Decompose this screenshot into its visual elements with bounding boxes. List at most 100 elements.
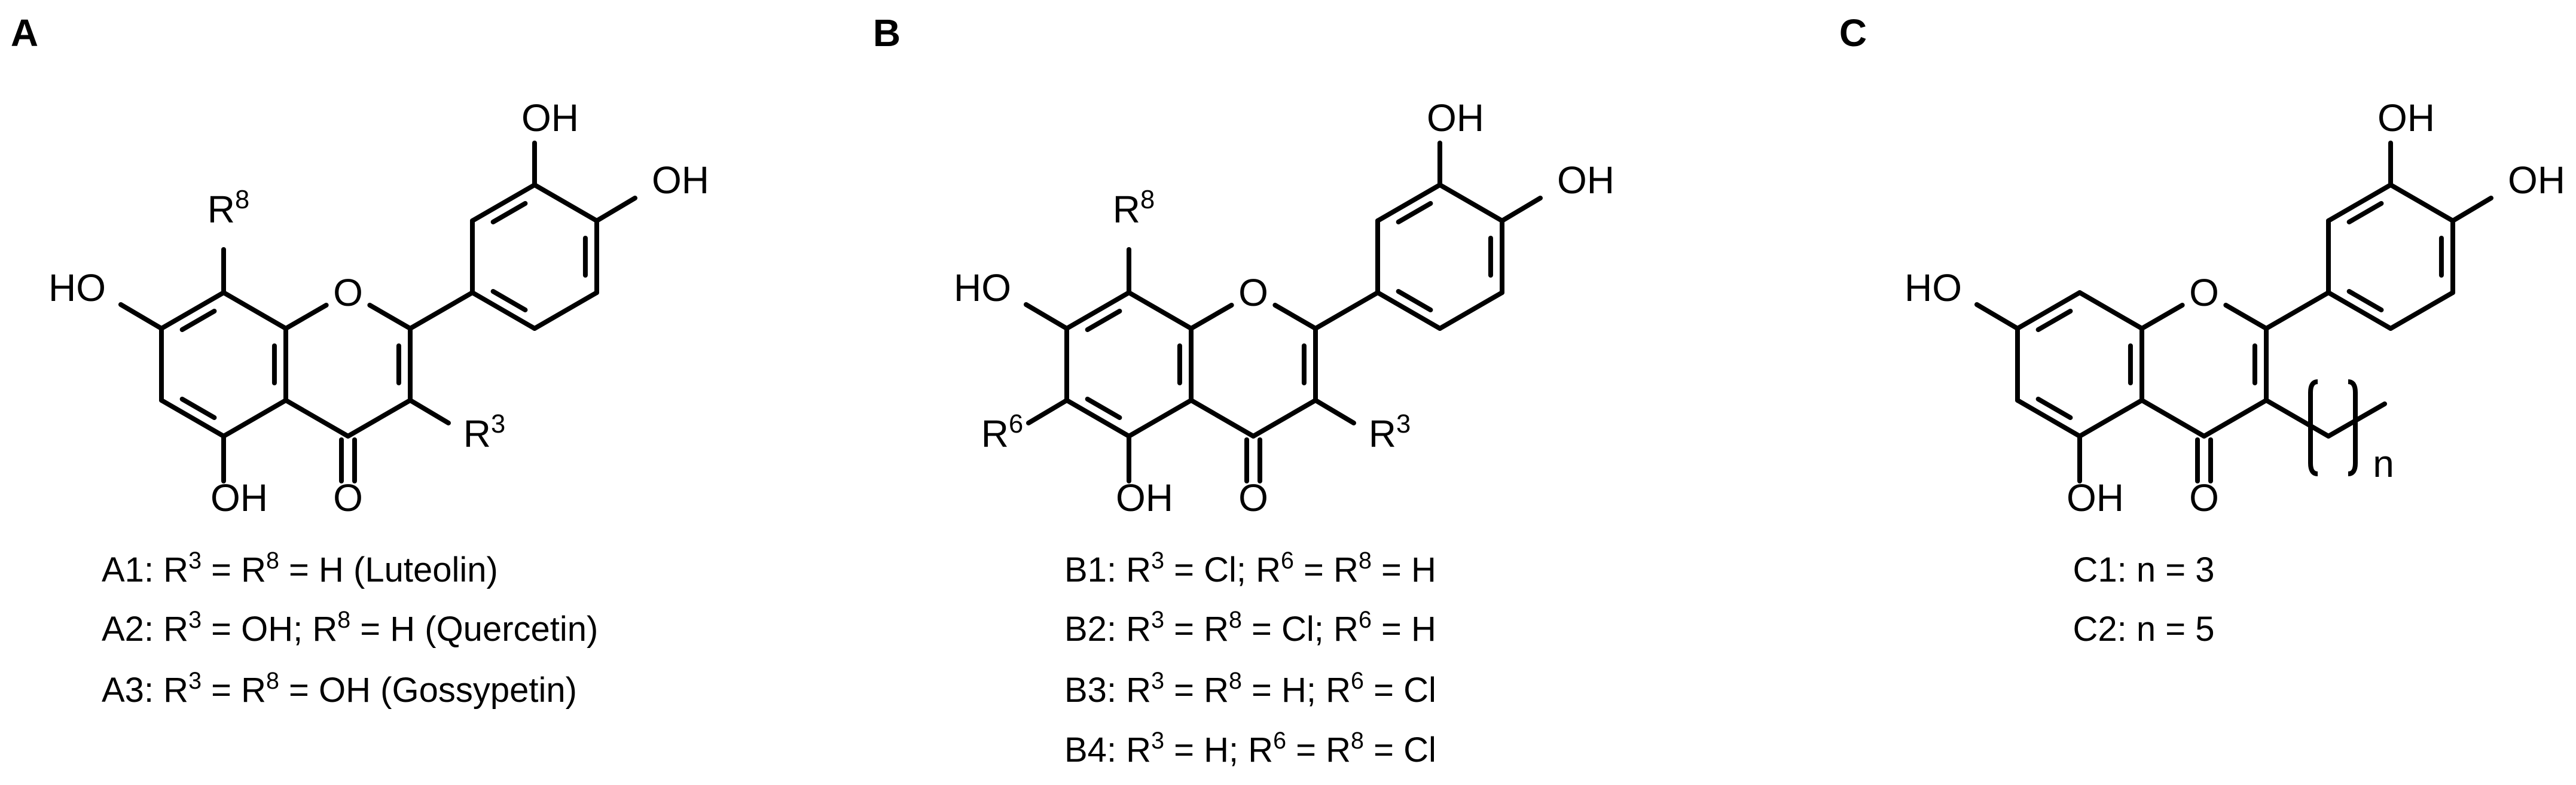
text-run: B3: R bbox=[1064, 671, 1152, 710]
superscript: 3 bbox=[188, 668, 202, 695]
superscript: 3 bbox=[1151, 728, 1164, 754]
text-run: = R bbox=[202, 550, 266, 589]
double-bond-inner bbox=[1396, 200, 1433, 225]
atom-label-o4: O bbox=[333, 479, 363, 517]
double-bond bbox=[470, 290, 537, 331]
bond-to-ring-oxygen bbox=[2139, 302, 2185, 331]
text-run: OH bbox=[652, 159, 709, 202]
bond bbox=[1437, 182, 1504, 223]
superscript: 8 bbox=[1140, 185, 1155, 215]
text-run: O bbox=[1238, 271, 1268, 314]
double-bond bbox=[2015, 398, 2082, 439]
atom-label-r6: R6 bbox=[981, 411, 1023, 455]
bond bbox=[1127, 398, 1194, 439]
text-run: OH bbox=[521, 96, 579, 139]
superscript: 6 bbox=[1273, 728, 1287, 754]
compound-caption: B4: R3 = H; R6 = R8 = Cl bbox=[1064, 729, 1436, 769]
text-run: R bbox=[463, 412, 492, 455]
bond bbox=[2077, 398, 2144, 439]
bond-4p-oh bbox=[594, 196, 637, 223]
text-run: = H; R bbox=[1164, 731, 1274, 769]
double-bond bbox=[2326, 290, 2393, 331]
text-run: = R bbox=[1164, 610, 1229, 649]
text-run: = H bbox=[1371, 550, 1436, 589]
double-bond bbox=[2326, 182, 2393, 223]
bond-to-ring-oxygen bbox=[1189, 302, 1234, 331]
bond bbox=[1437, 290, 1504, 331]
bond bbox=[2077, 290, 2144, 331]
text-run: O bbox=[333, 271, 363, 314]
text-run: OH bbox=[1557, 159, 1614, 202]
atom-label-ho7: HO bbox=[48, 269, 106, 307]
text-run: C2: n = 5 bbox=[2073, 610, 2215, 649]
superscript: 8 bbox=[266, 668, 279, 695]
bond bbox=[1127, 290, 1194, 331]
bond bbox=[532, 182, 599, 223]
atom-label-r8: R8 bbox=[1112, 187, 1155, 231]
text-run: B4: R bbox=[1064, 731, 1152, 769]
bond-to-ring-oxygen bbox=[367, 302, 413, 331]
text-run: A1: R bbox=[102, 550, 189, 589]
text-run: OH bbox=[2377, 96, 2435, 139]
text-run: R bbox=[981, 412, 1009, 455]
bond-to-ring-oxygen bbox=[2223, 302, 2269, 331]
bond bbox=[532, 290, 599, 331]
text-run: R bbox=[207, 188, 236, 231]
bond-4p-oh bbox=[1500, 196, 1543, 223]
atom-label-o1: O bbox=[1238, 273, 1268, 312]
superscript: 8 bbox=[266, 547, 279, 574]
bond bbox=[2388, 182, 2455, 223]
compound-caption: B1: R3 = Cl; R6 = R8 = H bbox=[1064, 549, 1436, 589]
atom-label-oh3p: OH bbox=[521, 99, 579, 137]
text-run: = OH; R bbox=[202, 610, 338, 649]
double-bond-inner bbox=[179, 308, 217, 333]
bond-to-ring-oxygen bbox=[283, 302, 329, 331]
double-bond-inner bbox=[490, 200, 528, 225]
atom-label-r3: R3 bbox=[1369, 411, 1411, 453]
text-run: = Cl bbox=[1363, 731, 1436, 769]
text-run: O bbox=[333, 476, 363, 519]
text-run: = H; R bbox=[1241, 671, 1351, 710]
text-run: R bbox=[1112, 188, 1141, 231]
text-run: OH bbox=[2067, 476, 2124, 519]
compound-caption: A3: R3 = R8 = OH (Gossypetin) bbox=[102, 670, 577, 708]
atom-label-o4: O bbox=[2189, 479, 2219, 517]
bond bbox=[1189, 398, 1256, 439]
text-run: = H (Quercetin) bbox=[350, 610, 599, 649]
text-run: O bbox=[2189, 271, 2219, 314]
text-run: OH bbox=[210, 476, 268, 519]
atom-label-oh3p: OH bbox=[2377, 99, 2435, 137]
superscript: 3 bbox=[1396, 410, 1411, 439]
bond-7-oh bbox=[118, 302, 164, 331]
repeat-bracket-right bbox=[2348, 379, 2358, 476]
atom-label-oh5: OH bbox=[2067, 479, 2124, 517]
double-bond-inner bbox=[490, 288, 528, 313]
text-run: HO bbox=[1904, 266, 1962, 309]
text-run: = R bbox=[1164, 671, 1229, 710]
superscript: 8 bbox=[1351, 728, 1364, 754]
atom-label-r8: R8 bbox=[207, 187, 249, 231]
superscript: 8 bbox=[235, 185, 250, 215]
bond-r6 bbox=[1026, 398, 1069, 425]
text-run: n bbox=[2373, 442, 2394, 485]
text-run: = H (Luteolin) bbox=[279, 550, 498, 589]
text-run: HO bbox=[48, 266, 106, 309]
atom-label-oh4p: OH bbox=[652, 161, 709, 199]
double-bond bbox=[1064, 398, 1131, 439]
superscript: 3 bbox=[1151, 607, 1164, 634]
bond bbox=[221, 290, 288, 331]
text-run: B2: R bbox=[1064, 610, 1152, 649]
panel-label-c: C bbox=[1839, 11, 1867, 54]
compound-caption: B2: R3 = R8 = Cl; R6 = H bbox=[1064, 608, 1436, 649]
compound-caption: B3: R3 = R8 = H; R6 = Cl bbox=[1064, 670, 1436, 710]
double-bond-inner bbox=[1085, 308, 1122, 333]
atom-label-ho7: HO bbox=[1904, 269, 1962, 307]
bond bbox=[2388, 290, 2455, 331]
superscript: 3 bbox=[1151, 668, 1164, 695]
text-run: = Cl; R bbox=[1241, 610, 1359, 649]
double-bond-inner bbox=[2346, 288, 2384, 313]
text-run: = Cl bbox=[1363, 671, 1436, 710]
superscript: 3 bbox=[188, 607, 202, 634]
text-run: A2: R bbox=[102, 610, 189, 649]
text-run: = H bbox=[1371, 610, 1436, 649]
